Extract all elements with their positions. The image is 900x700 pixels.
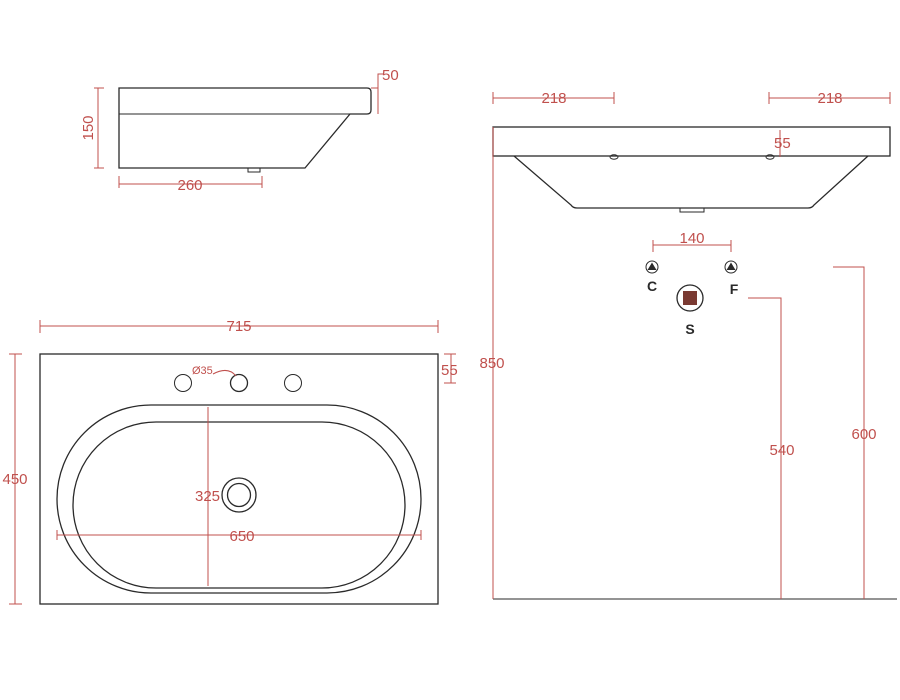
side-view: 150 260 50 xyxy=(80,67,399,194)
plan-view-bowl-outer xyxy=(56,404,422,594)
hot-supply-label: F xyxy=(730,281,739,297)
dim-plan-hole-offset: 55 xyxy=(441,362,458,379)
hot-supply-icon xyxy=(724,260,738,274)
dim-front-total-height: 850 xyxy=(479,355,504,372)
drain-inner xyxy=(226,482,252,508)
dim-plan-width: 715 xyxy=(226,318,251,335)
dim-side-depth: 260 xyxy=(177,177,202,194)
dim-tap-hole-diameter: Ø35 xyxy=(192,365,213,377)
dim-line-waste-height xyxy=(748,297,782,599)
dim-front-hole-offset: 55 xyxy=(774,135,791,152)
dim-plan-depth: 450 xyxy=(2,471,27,488)
dim-line-mount-height xyxy=(833,266,865,599)
plan-view-bowl-inner xyxy=(72,421,406,589)
waste-outlet-label: S xyxy=(685,321,694,337)
front-view-hole-left xyxy=(609,154,619,160)
cold-supply-icon xyxy=(645,260,659,274)
side-view-outline xyxy=(118,87,372,169)
plan-view-outline xyxy=(39,353,439,605)
tap-hole-center xyxy=(229,373,249,393)
waste-outlet-icon xyxy=(676,284,704,312)
dim-front-right-offset: 218 xyxy=(817,90,842,107)
dim-supply-spacing: 140 xyxy=(679,230,704,247)
drain-outer xyxy=(221,477,257,513)
cold-supply-label: C xyxy=(647,278,657,294)
front-view-drain xyxy=(679,207,705,213)
tap-hole-left xyxy=(174,374,192,392)
front-view-top-slab xyxy=(492,126,891,157)
plan-view: 715 450 Ø35 55 325 650 xyxy=(2,318,458,605)
side-view-drain xyxy=(247,167,261,173)
dim-plan-bowl-width: 650 xyxy=(229,528,254,545)
dim-side-rim: 50 xyxy=(382,67,399,84)
dim-mount-height: 600 xyxy=(851,426,876,443)
front-view: 218 218 55 850 140 C F S xyxy=(479,90,897,600)
dim-leader-tap-hole xyxy=(212,370,237,377)
front-view-basin-body xyxy=(513,155,869,209)
dim-waste-height: 540 xyxy=(769,442,794,459)
tap-hole-right xyxy=(284,374,302,392)
front-view-hole-right xyxy=(765,154,775,160)
dim-plan-bowl-depth: 325 xyxy=(195,488,220,505)
dim-front-left-offset: 218 xyxy=(541,90,566,107)
dim-side-height: 150 xyxy=(80,115,97,140)
